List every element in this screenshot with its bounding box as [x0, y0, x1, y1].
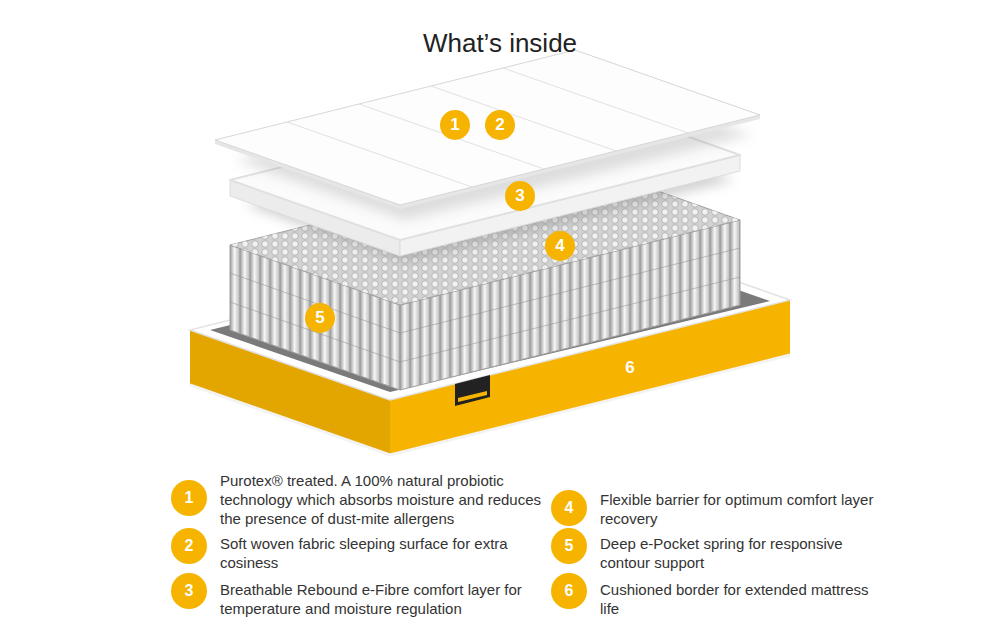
item-description: Deep e-Pocket spring for responsive cont… [600, 534, 890, 572]
sheet-surface [215, 50, 760, 205]
description-text: Flexible barrier for optimum comfort lay… [600, 490, 890, 528]
item-number: 3 [171, 573, 207, 609]
callout-number: 2 [485, 110, 515, 140]
description-text: Deep e-Pocket spring for responsive cont… [600, 534, 890, 572]
item-description: Purotex® treated. A 100% natural probiot… [220, 471, 550, 528]
callout-text: 6 [625, 358, 634, 377]
feature-item: 3Breathable Rebound e-Fibre comfort laye… [171, 580, 550, 618]
callout-number: 4 [545, 231, 575, 261]
callout-text: 1 [450, 115, 459, 134]
description-text: Purotex® treated. A 100% natural probiot… [220, 471, 550, 528]
item-number: 5 [551, 528, 587, 564]
description-text: Soft woven fabric sleeping surface for e… [220, 534, 550, 572]
callout-text: 2 [495, 115, 504, 134]
sheet-stitch [431, 86, 616, 151]
feature-item: 2Soft woven fabric sleeping surface for … [171, 534, 550, 572]
item-number: 6 [551, 573, 587, 609]
item-description: Breathable Rebound e-Fibre comfort layer… [220, 580, 550, 618]
callout-text: 3 [515, 186, 524, 205]
base-tag-stripe [458, 391, 487, 402]
item-description: Soft woven fabric sleeping surface for e… [220, 534, 550, 572]
description-text: Breathable Rebound e-Fibre comfort layer… [220, 580, 550, 618]
item-number: 1 [171, 480, 207, 516]
callout-text: 4 [555, 236, 564, 255]
feature-item: 1 Purotex® treated. A 100% natural probio… [171, 471, 550, 528]
feature-item: 4 Flexible barrier for optimum comfort la… [551, 490, 890, 528]
feature-item: 5Deep e-Pocket spring for responsive con… [551, 534, 890, 572]
page-title: What’s inside [0, 28, 1000, 59]
feature-item: 6Cushioned border for extended mattress … [551, 580, 890, 618]
sheet-stitch [359, 104, 544, 169]
item-number: 4 [551, 490, 587, 526]
item-number: 2 [171, 528, 207, 564]
item-description: Cushioned border for extended mattress l… [600, 580, 890, 618]
callout-number: 5 [305, 303, 335, 333]
description-text: Cushioned border for extended mattress l… [600, 580, 890, 618]
spring-seam [230, 277, 740, 362]
sheet-stitch [503, 68, 688, 133]
callout-text: 5 [315, 308, 324, 327]
item-description: Flexible barrier for optimum comfort lay… [600, 490, 890, 528]
callout-number: 6 [615, 353, 645, 383]
callout-number: 1 [440, 110, 470, 140]
base-tag [455, 375, 490, 406]
callout-number: 3 [505, 181, 535, 211]
